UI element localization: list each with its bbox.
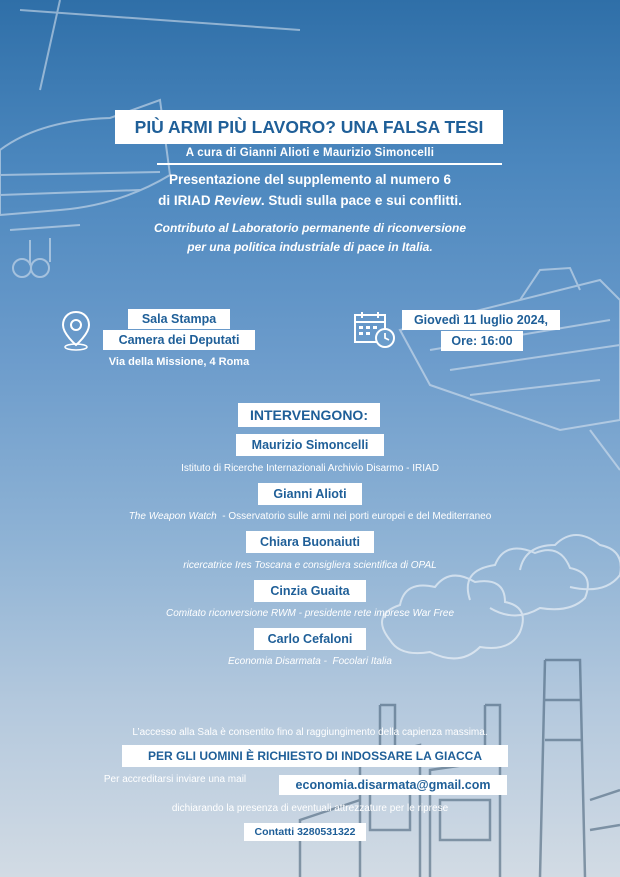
presentation-line2-pre: di IRIAD (158, 193, 215, 208)
speaker-name: Carlo Cefaloni (254, 628, 366, 650)
presentation-line2: di IRIAD Review. Studi sulla pace e sui … (0, 193, 620, 208)
speakers-heading: INTERVENGONO: (238, 403, 380, 427)
weapon-watch-label: The Weapon Watch (128, 511, 217, 522)
accreditation-text: Per accreditarsi inviare una mail (103, 774, 247, 785)
dress-code: PER GLI UOMINI È RICHIESTO DI INDOSSARE … (122, 745, 508, 767)
contacts: Contatti 3280531322 (244, 823, 366, 841)
accreditation-note: dichiarando la presenza di eventuali att… (171, 803, 449, 814)
venue-name-1: Sala Stampa (128, 309, 230, 329)
presentation-line2-post: . Studi sulla pace e sui conflitti. (260, 193, 462, 208)
location-pin-icon (61, 310, 91, 351)
speaker-name: Gianni Alioti (258, 483, 362, 505)
contribution-line2: per una politica industriale di pace in … (187, 240, 433, 254)
venue-name-2: Camera dei Deputati (103, 330, 255, 350)
speaker-name: Cinzia Guaita (254, 580, 366, 602)
speaker-affiliation: Comitato riconversione RWM - presidente … (165, 608, 455, 619)
speaker-name: Chiara Buonaiuti (246, 531, 374, 553)
weapon-watch-desc: - Osservatorio sulle armi nei porti euro… (216, 511, 492, 522)
speaker-name: Maurizio Simoncelli (236, 434, 384, 456)
calendar-clock-icon (354, 312, 395, 348)
access-note: L’accesso alla Sala è consentito fino al… (132, 727, 488, 738)
venue-address: Via della Missione, 4 Roma (108, 356, 250, 368)
event-time: Ore: 16:00 (441, 331, 523, 351)
curated-underline (157, 163, 502, 165)
curated-by: A cura di Gianni Alioti e Maurizio Simon… (185, 147, 435, 159)
speaker-affiliation: ricercatrice Ires Toscana e consigliera … (183, 560, 437, 571)
accreditation-email[interactable]: economia.disarmata@gmail.com (279, 775, 507, 795)
presentation-line1: Presentazione del supplemento al numero … (168, 172, 452, 187)
presentation-review: Review (214, 193, 261, 208)
contribution-line1: Contributo al Laboratorio permanente di … (153, 221, 467, 235)
speaker-affiliation: Economia Disarmata - Focolari Italia (228, 656, 392, 667)
speaker-affiliation: Istituto di Ricerche Internazionali Arch… (181, 463, 439, 474)
page-title: PIÙ ARMI PIÙ LAVORO? UNA FALSA TESI (115, 110, 503, 144)
event-date: Giovedì 11 luglio 2024, (402, 310, 560, 330)
speaker-affiliation: The Weapon Watch - Osservatorio sulle ar… (0, 511, 620, 522)
